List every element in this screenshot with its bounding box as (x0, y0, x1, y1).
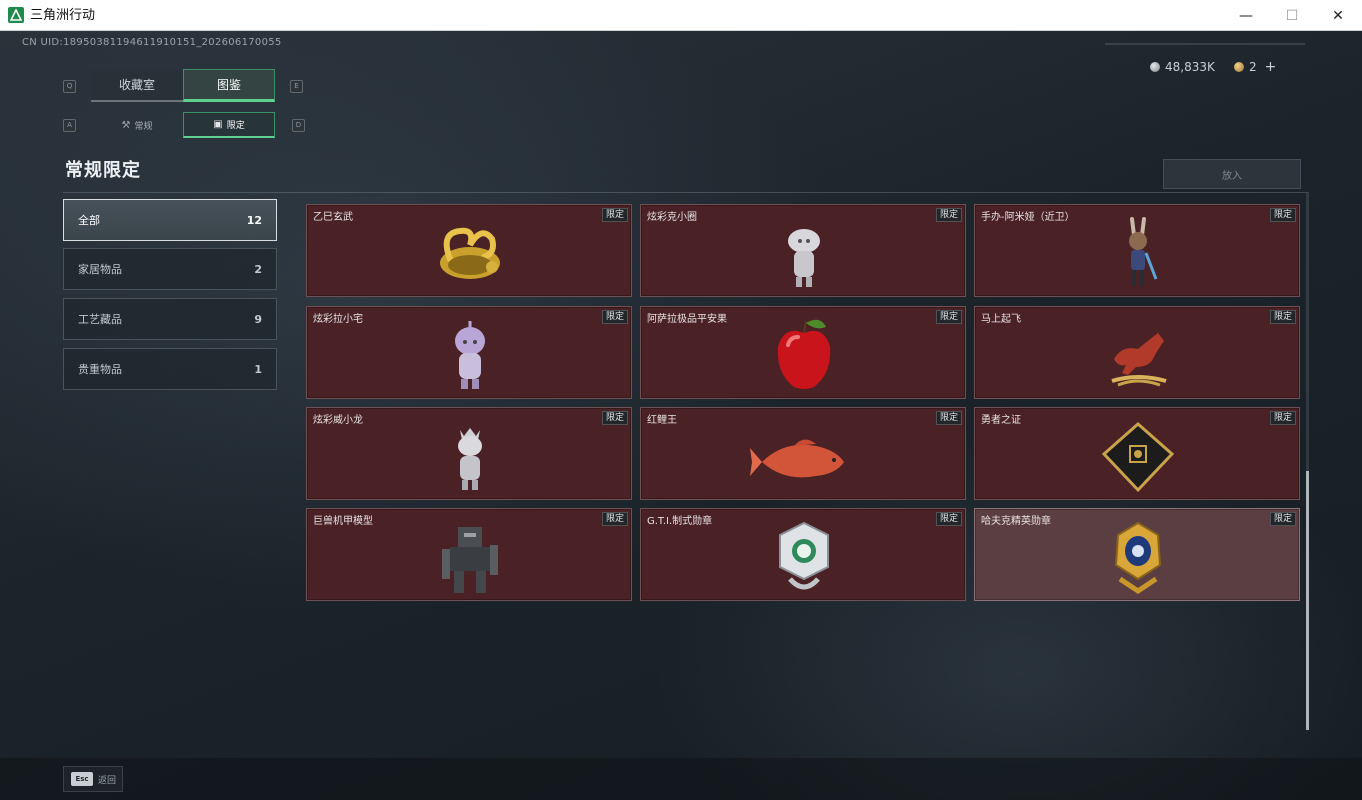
tab-collection-room[interactable]: 收藏室 (91, 69, 183, 102)
category-count: 2 (254, 262, 262, 276)
item-name: 炫彩克小圈 (647, 212, 697, 223)
close-button[interactable]: ✕ (1332, 7, 1344, 24)
item-name: 哈夫克精英勋章 (981, 516, 1051, 527)
gold-medal-icon (1114, 521, 1162, 595)
section-title: 常规限定 (65, 160, 141, 181)
category-count: 9 (254, 312, 262, 326)
image-icon: ▣ (213, 119, 223, 130)
mech-model-icon (442, 527, 498, 593)
category-label: 贵重物品 (78, 363, 122, 376)
gold-currency: 2 + (1234, 59, 1276, 75)
limited-badge: 限定 (1269, 411, 1296, 425)
item-name: 手办-阿米娅（近卫） (981, 212, 1075, 223)
category-label: 工艺藏品 (78, 313, 122, 326)
silver-currency: 48,833K (1150, 59, 1215, 75)
bottom-bar (0, 758, 1362, 800)
item-name: 炫彩威小龙 (313, 415, 363, 426)
limited-badge: 限定 (1269, 310, 1296, 324)
item-name: 红鲤王 (647, 415, 677, 426)
limited-badge: 限定 (601, 512, 628, 526)
category-home-items[interactable]: 家居物品 2 (63, 248, 277, 290)
item-name: 阿萨拉极品平安果 (647, 314, 727, 325)
golden-serpent-tortoise-icon (440, 227, 500, 279)
window-title: 三角洲行动 (30, 8, 96, 23)
user-uid: CN UID:18950381194611910151_202606170055 (22, 37, 282, 48)
limited-badge: 限定 (1269, 512, 1296, 526)
wrench-icon: ⚒ (121, 119, 131, 131)
item-card[interactable]: 炫彩克小圈 限定 (640, 204, 966, 297)
back-button[interactable]: Esc 返回 (63, 766, 123, 792)
subtab-regular-label: 常规 (134, 121, 153, 132)
category-label: 全部 (78, 214, 100, 227)
category-valuables[interactable]: 贵重物品 1 (63, 348, 277, 390)
key-hint-d: D (292, 119, 305, 132)
sub-tabs: ⚒ 常规 ▣ 限定 (91, 112, 275, 138)
figurine-icon (458, 428, 482, 490)
item-card[interactable]: 巨兽机甲模型 限定 (306, 508, 632, 601)
figurine-icon (455, 321, 485, 389)
limited-badge: 限定 (935, 512, 962, 526)
item-card[interactable]: 炫彩拉小宅 限定 (306, 306, 632, 399)
esc-key-icon: Esc (71, 772, 93, 786)
key-hint-e: E (290, 80, 303, 93)
item-card[interactable]: 乙巳玄武 限定 (306, 204, 632, 297)
silver-medal-icon (779, 521, 829, 590)
add-currency-button[interactable]: + (1264, 59, 1277, 75)
category-count: 12 (246, 213, 262, 227)
maximize-button[interactable]: ☐ (1285, 7, 1299, 24)
subtab-limited-label: 限定 (226, 121, 245, 131)
limited-badge: 限定 (935, 208, 962, 222)
tab-catalog[interactable]: 图鉴 (183, 69, 275, 102)
item-name: 勇者之证 (981, 415, 1021, 426)
limited-badge: 限定 (601, 310, 628, 324)
subtab-limited[interactable]: ▣ 限定 (183, 112, 275, 138)
game-viewport: CN UID:18950381194611910151_202606170055… (0, 31, 1362, 800)
app-logo-icon (8, 7, 24, 23)
gold-currency-value: 2 (1249, 60, 1257, 74)
key-hint-a: A (63, 119, 76, 132)
silver-coin-icon (1150, 62, 1160, 72)
limited-badge: 限定 (1269, 208, 1296, 222)
subtab-regular[interactable]: ⚒ 常规 (91, 112, 183, 138)
category-count: 1 (254, 362, 262, 376)
card-emblem-icon (1101, 421, 1175, 493)
main-tabs: 收藏室 图鉴 (91, 69, 275, 102)
limited-badge: 限定 (935, 411, 962, 425)
back-label: 返回 (98, 775, 117, 786)
minimize-button[interactable]: — (1239, 7, 1253, 24)
item-card[interactable]: 勇者之证 限定 (974, 407, 1300, 500)
gold-coin-icon (1234, 62, 1244, 72)
category-crafts[interactable]: 工艺藏品 9 (63, 298, 277, 340)
horse-statue-icon (1111, 333, 1167, 387)
item-card[interactable]: 炫彩威小龙 限定 (306, 407, 632, 500)
item-name: 巨兽机甲模型 (313, 516, 373, 527)
item-name: 马上起飞 (981, 314, 1021, 325)
item-card[interactable]: 手办-阿米娅（近卫） 限定 (974, 204, 1300, 297)
limited-badge: 限定 (601, 411, 628, 425)
category-all[interactable]: 全部 12 (63, 199, 277, 241)
figurine-icon (788, 229, 820, 287)
item-name: 乙巳玄武 (313, 212, 353, 223)
header-divider (1105, 43, 1305, 45)
item-name: 炫彩拉小宅 (313, 314, 363, 325)
item-card[interactable]: 阿萨拉极品平安果 限定 (640, 306, 966, 399)
limited-badge: 限定 (601, 208, 628, 222)
silver-currency-value: 48,833K (1165, 60, 1215, 74)
item-card[interactable]: 马上起飞 限定 (974, 306, 1300, 399)
section-divider (63, 192, 1309, 193)
item-card[interactable]: 红鲤王 限定 (640, 407, 966, 500)
scrollbar-thumb[interactable] (1306, 471, 1309, 730)
put-in-button[interactable]: 放入 (1163, 159, 1301, 189)
item-card[interactable]: G.T.I.制式勋章 限定 (640, 508, 966, 601)
red-apple-icon (777, 319, 831, 389)
item-name: G.T.I.制式勋章 (647, 516, 713, 527)
key-hint-q: Q (63, 80, 76, 93)
scrollbar-track[interactable] (1306, 193, 1309, 730)
category-label: 家居物品 (78, 263, 122, 276)
item-card[interactable]: 哈夫克精英勋章 限定 (974, 508, 1300, 601)
limited-badge: 限定 (935, 310, 962, 324)
window-titlebar: 三角洲行动 — ☐ ✕ (0, 0, 1362, 31)
red-carp-icon (750, 439, 844, 478)
anime-figure-icon (1129, 217, 1158, 286)
